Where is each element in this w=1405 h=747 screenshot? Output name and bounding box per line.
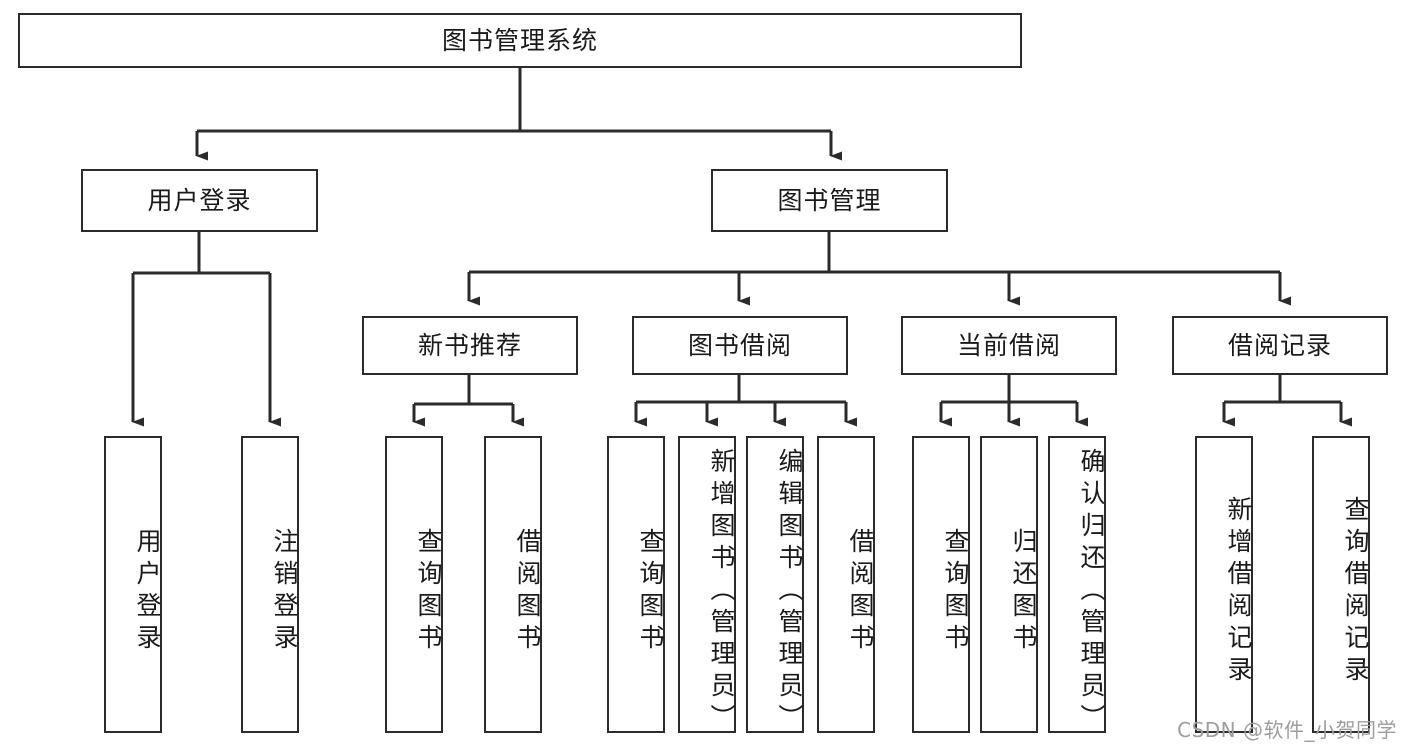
node-label: 归还图书 — [1009, 527, 1038, 656]
node-borrow-record[interactable]: 借阅记录 — [1172, 316, 1388, 375]
node-label: 确认归还（管理员） — [1077, 447, 1106, 736]
node-label: 用户登录 — [133, 527, 162, 656]
csdn-watermark: CSDN @软件_小贺同学 — [1177, 718, 1397, 742]
node-label: 借阅图书 — [846, 527, 875, 656]
node-label: 查询图书 — [414, 527, 443, 656]
leaf-current-confirm-return-admin[interactable]: 确认归还（管理员） — [1048, 436, 1106, 736]
leaf-user-login-login[interactable]: 用户登录 — [104, 436, 162, 733]
node-user-login[interactable]: 用户登录 — [81, 169, 318, 232]
node-label: 当前借阅 — [956, 330, 1061, 360]
leaf-record-query[interactable]: 查询借阅记录 — [1312, 436, 1370, 733]
leaf-new-book-borrow[interactable]: 借阅图书 — [484, 436, 542, 733]
leaf-borrow-borrow-book[interactable]: 借阅图书 — [817, 436, 875, 733]
node-label: 查询图书 — [941, 527, 970, 656]
node-label: 用户登录 — [147, 185, 252, 215]
leaf-borrow-add-book-admin[interactable]: 新增图书（管理员） — [678, 436, 736, 736]
node-label: 查询图书 — [636, 527, 665, 656]
node-new-book-recommend[interactable]: 新书推荐 — [362, 316, 578, 375]
leaf-current-query-book[interactable]: 查询图书 — [912, 436, 970, 733]
node-label: 图书管理系统 — [441, 25, 598, 55]
leaf-borrow-query-book[interactable]: 查询图书 — [607, 436, 665, 733]
node-label: 借阅记录 — [1227, 330, 1332, 360]
node-label: 新增借阅记录 — [1224, 495, 1253, 688]
node-label: 查询借阅记录 — [1341, 495, 1370, 688]
node-label: 图书借阅 — [687, 330, 792, 360]
node-current-borrow[interactable]: 当前借阅 — [901, 316, 1117, 375]
node-label: 注销登录 — [270, 527, 299, 656]
node-label: 新书推荐 — [417, 330, 522, 360]
node-label: 图书管理 — [777, 185, 882, 215]
node-label: 借阅图书 — [513, 527, 542, 656]
leaf-current-return-book[interactable]: 归还图书 — [980, 436, 1038, 733]
leaf-user-login-logout[interactable]: 注销登录 — [241, 436, 299, 733]
node-label: 新增图书（管理员） — [707, 447, 736, 736]
node-book-management[interactable]: 图书管理 — [711, 169, 948, 232]
leaf-record-add[interactable]: 新增借阅记录 — [1195, 436, 1253, 733]
leaf-borrow-edit-book-admin[interactable]: 编辑图书（管理员） — [746, 436, 804, 736]
node-label: 编辑图书（管理员） — [775, 447, 804, 736]
node-book-borrow[interactable]: 图书借阅 — [632, 316, 848, 375]
node-root-system[interactable]: 图书管理系统 — [18, 13, 1022, 68]
leaf-new-book-query[interactable]: 查询图书 — [385, 436, 443, 733]
